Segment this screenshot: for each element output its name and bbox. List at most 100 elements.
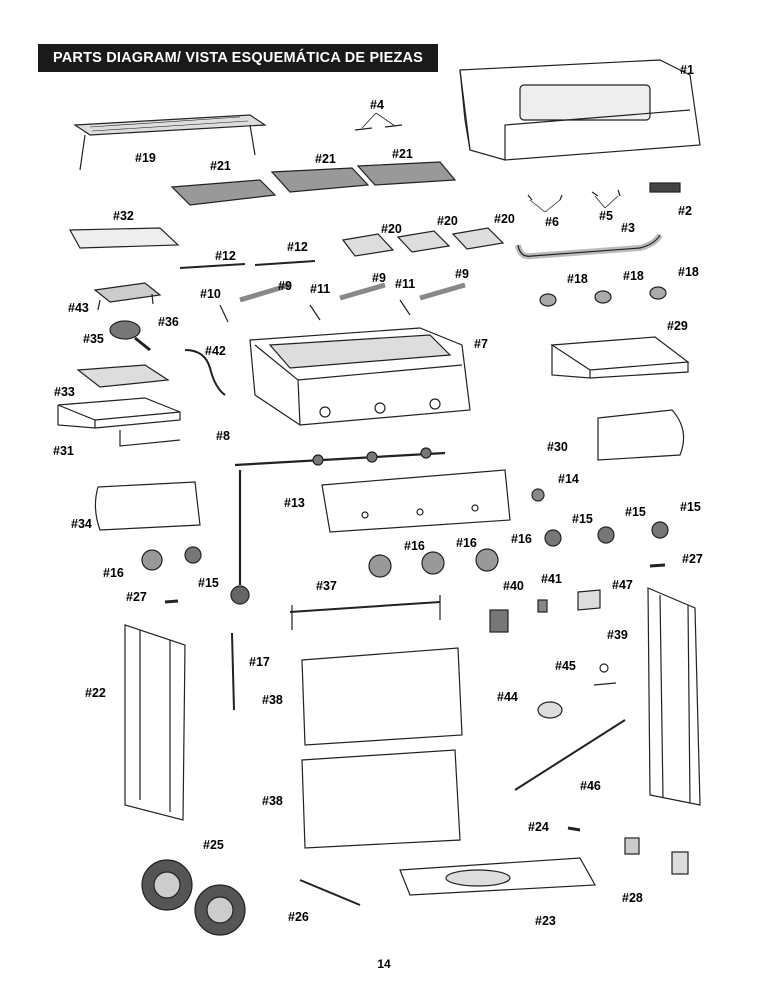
label-part-42: #42 xyxy=(205,344,226,358)
part-side-burner-panel xyxy=(94,481,201,531)
label-part-24: #24 xyxy=(528,820,549,834)
label-part-15b: #15 xyxy=(625,505,646,519)
label-part-10: #10 xyxy=(200,287,221,301)
label-part-18c: #18 xyxy=(678,265,699,279)
label-part-34: #34 xyxy=(71,517,92,531)
label-part-20b: #20 xyxy=(437,214,458,228)
label-part-41: #41 xyxy=(541,572,562,586)
label-part-11a: #11 xyxy=(310,282,331,296)
part-wheels xyxy=(141,859,246,936)
label-part-16d: #16 xyxy=(511,532,532,546)
part-right-cart-panel xyxy=(647,587,701,806)
part-lid xyxy=(459,59,701,161)
part-firebox xyxy=(249,327,471,426)
label-part-6: #6 xyxy=(545,215,559,229)
part-lid-handle xyxy=(515,233,663,260)
label-part-4: #4 xyxy=(370,98,384,112)
part-side-shelf-right xyxy=(550,336,690,379)
part-cooking-grates xyxy=(170,161,457,206)
label-part-15a: #15 xyxy=(572,512,593,526)
label-part-20c: #20 xyxy=(494,212,515,226)
label-part-43: #43 xyxy=(68,301,89,315)
label-part-37: #37 xyxy=(316,579,337,593)
label-part-16c: #16 xyxy=(456,536,477,550)
label-part-27b: #27 xyxy=(682,552,703,566)
label-part-28: #28 xyxy=(622,891,643,905)
part-screws-27 xyxy=(164,563,666,604)
part-bottom-shelf xyxy=(399,857,596,896)
part-warming-rack xyxy=(73,114,267,171)
label-part-1: #1 xyxy=(680,63,694,77)
label-part-17: #17 xyxy=(249,655,270,669)
label-part-38a: #38 xyxy=(262,693,283,707)
label-part-32: #32 xyxy=(113,209,134,223)
part-side-burner-tray xyxy=(57,364,181,447)
page-number: 14 xyxy=(377,957,391,971)
part-doors xyxy=(301,647,463,849)
part-left-cart-panel xyxy=(124,624,186,821)
label-part-5: #5 xyxy=(599,209,613,223)
label-part-46: #46 xyxy=(580,779,601,793)
label-part-36: #36 xyxy=(158,315,179,329)
label-part-9c: #9 xyxy=(455,267,469,281)
label-part-18b: #18 xyxy=(623,269,644,283)
label-part-3: #3 xyxy=(621,221,635,235)
label-part-47: #47 xyxy=(612,578,633,592)
label-part-40: #40 xyxy=(503,579,524,593)
part-cross-brace xyxy=(289,595,441,630)
label-part-22: #22 xyxy=(85,686,106,700)
label-part-19: #19 xyxy=(135,151,156,165)
part-tank-hardware xyxy=(537,663,617,719)
label-part-31: #31 xyxy=(53,444,74,458)
part-screws xyxy=(354,112,403,131)
part-lid-bracket xyxy=(649,182,681,193)
part-knobs xyxy=(141,488,669,578)
label-part-15c: #15 xyxy=(680,500,701,514)
page-title: PARTS DIAGRAM/ VISTA ESQUEMÁTICA DE PIEZ… xyxy=(38,44,438,72)
label-part-27a: #27 xyxy=(126,590,147,604)
label-part-29: #29 xyxy=(667,319,688,333)
label-part-33: #33 xyxy=(54,385,75,399)
part-heat-tents xyxy=(341,227,505,257)
part-regulator xyxy=(489,589,601,633)
part-axle xyxy=(299,879,361,906)
label-part-38b: #38 xyxy=(262,794,283,808)
part-manifold-assembly xyxy=(230,447,446,605)
part-control-panel xyxy=(321,469,511,533)
part-side-burner xyxy=(109,320,151,352)
label-part-16b: #16 xyxy=(404,539,425,553)
part-lid-hardware xyxy=(527,189,621,213)
label-part-21b: #21 xyxy=(315,152,336,166)
label-part-16a: #16 xyxy=(103,566,124,580)
label-part-21c: #21 xyxy=(392,147,413,161)
label-part-20a: #20 xyxy=(381,222,402,236)
part-side-shelf-panel xyxy=(597,409,685,461)
label-part-2: #2 xyxy=(678,204,692,218)
part-side-burner-grate xyxy=(93,282,162,311)
label-part-12b: #12 xyxy=(287,240,308,254)
label-part-9a: #9 xyxy=(278,279,292,293)
label-part-13: #13 xyxy=(284,496,305,510)
label-part-11b: #11 xyxy=(395,277,416,291)
part-hooks xyxy=(624,837,689,875)
label-part-45: #45 xyxy=(555,659,576,673)
label-part-35: #35 xyxy=(83,332,104,346)
part-screw-24 xyxy=(567,826,581,832)
label-part-30: #30 xyxy=(547,440,568,454)
label-part-8: #8 xyxy=(216,429,230,443)
label-part-12a: #12 xyxy=(215,249,236,263)
part-side-burner-lid xyxy=(68,227,180,249)
label-part-21a: #21 xyxy=(210,159,231,173)
label-part-44: #44 xyxy=(497,690,518,704)
part-bottom-rod xyxy=(514,719,626,791)
part-burner-brackets xyxy=(179,260,316,269)
label-part-26: #26 xyxy=(288,910,309,924)
part-burners xyxy=(219,282,466,323)
label-part-23: #23 xyxy=(535,914,556,928)
label-part-18a: #18 xyxy=(567,272,588,286)
part-ignitor-rod xyxy=(231,632,235,711)
label-part-39: #39 xyxy=(607,628,628,642)
label-part-9b: #9 xyxy=(372,271,386,285)
label-part-25: #25 xyxy=(203,838,224,852)
